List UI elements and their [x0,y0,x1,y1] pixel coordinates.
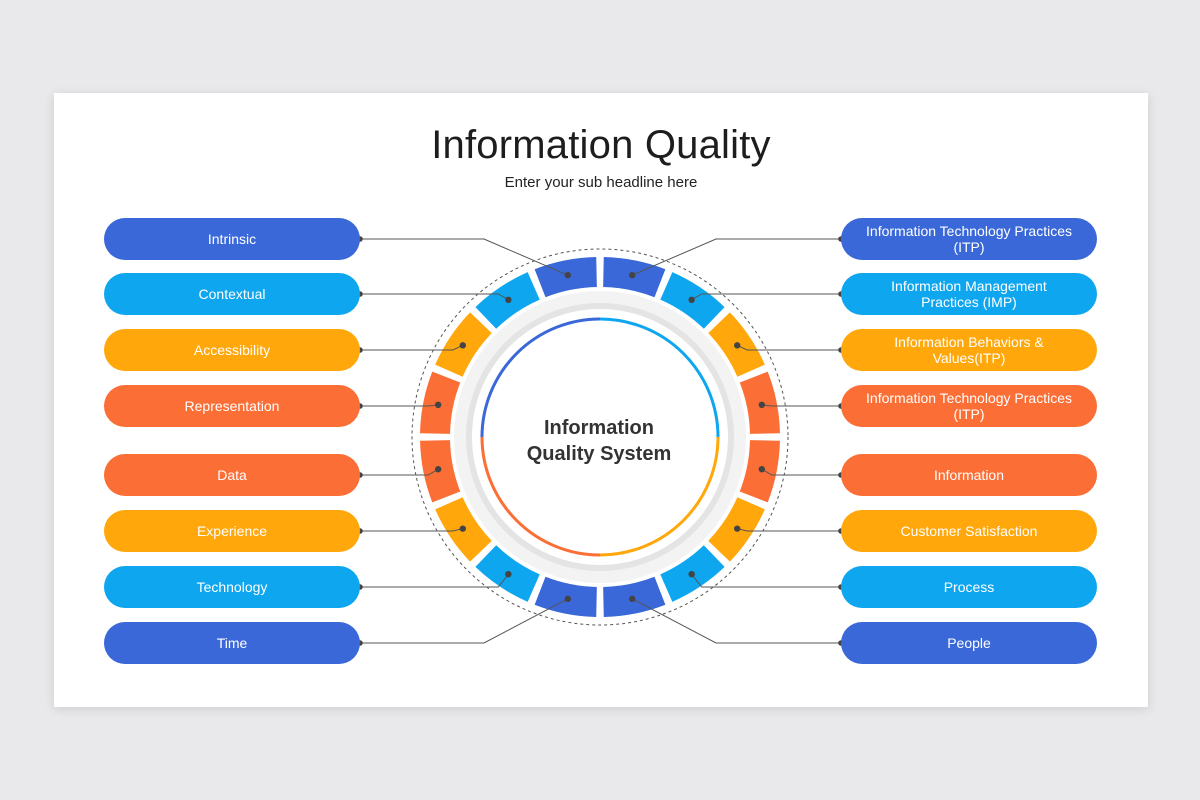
left-item-data[interactable]: Data [104,454,360,496]
connector-line-left [360,238,569,276]
page-subtitle: Enter your sub headline here [504,174,698,191]
center-label-line2: Quality System [526,443,672,465]
connector-dot-left [505,296,512,304]
left-item-label: Experience [196,523,268,539]
connector-line-left [360,468,439,476]
left-item-time[interactable]: Time [104,622,360,664]
left-item-label: Technology [196,579,268,595]
left-item-intrinsic[interactable]: Intrinsic [104,218,360,260]
connector-dot-right [688,570,695,578]
connector-line-right [761,404,841,407]
right-item-people[interactable]: People [841,622,1097,664]
connector-line-left [360,528,463,532]
right-item-imp[interactable]: Information Management Practices (IMP) [841,273,1097,315]
connector-line-left [360,573,509,588]
inner-arc-top-right [599,317,720,438]
right-item-label: Information Behaviors & Values(ITP) [894,334,1044,366]
connector-dot-right [758,401,766,409]
right-item-process[interactable]: Process [841,566,1097,608]
connector-dot-left [459,525,467,532]
inner-arc-bottom-left [480,436,601,557]
connector-dot-right [628,595,636,603]
left-item-label: Representation [184,398,280,414]
connector-line-right [761,468,841,476]
cycle-diagram [357,236,844,646]
connector-line-right [631,238,841,276]
right-item-label: People [947,635,991,651]
connector-line-left [360,293,509,301]
center-disk [472,309,728,565]
outer-dashed-ring [411,248,789,626]
connector-dot-right [733,342,741,349]
inner-arc-bottom-right [599,436,720,557]
connector-line-right [691,573,841,588]
left-item-technology[interactable]: Technology [104,566,360,608]
connector-line-left [360,598,569,644]
connector-line-left [360,344,464,351]
left-item-label: Data [217,467,247,483]
connector-dot-right [758,465,766,473]
right-item-label: Process [943,579,995,595]
right-item-itp-2[interactable]: Information Technology Practices (ITP) [841,385,1097,427]
connector-dot-left [564,271,572,279]
connector-dot-left [564,595,572,603]
connector-dot-right [733,525,741,532]
left-item-label: Accessibility [193,342,271,358]
connector-line-right [691,293,841,301]
right-item-itp[interactable]: Information Technology Practices (ITP) [841,218,1097,260]
right-item-label: Information Management Practices (IMP) [891,278,1047,310]
slide: Information Quality Enter your sub headl… [54,93,1148,707]
left-item-contextual[interactable]: Contextual [104,273,360,315]
connector-dot-left [434,465,442,473]
right-item-label: Information [933,467,1005,483]
connector-dot-right [688,296,695,304]
connector-dot-right [628,271,636,279]
connector-dot-left [459,342,467,349]
right-item-label: Information Technology Practices (ITP) [866,390,1072,422]
connector-line-left [360,404,439,407]
left-item-label: Intrinsic [207,231,257,247]
left-item-label: Contextual [198,286,266,302]
connector-line-right [631,598,841,644]
connector-dot-left [434,401,442,409]
center-label-line1: Information [544,417,654,439]
right-item-label: Information Technology Practices (ITP) [866,223,1072,255]
connector-line-right [736,344,841,351]
right-item-customer-satisfaction[interactable]: Customer Satisfaction [841,510,1097,552]
left-item-experience[interactable]: Experience [104,510,360,552]
right-item-label: Customer Satisfaction [900,523,1038,539]
right-item-behaviors-values[interactable]: Information Behaviors & Values(ITP) [841,329,1097,371]
right-item-information[interactable]: Information [841,454,1097,496]
left-item-label: Time [216,635,248,651]
connector-dot-left [505,570,512,578]
left-item-representation[interactable]: Representation [104,385,360,427]
left-item-accessibility[interactable]: Accessibility [104,329,360,371]
page-title: Information Quality [431,123,771,167]
connector-line-right [737,528,841,532]
center-label: Information Quality System [494,415,704,467]
inner-arc-top-left [480,317,601,438]
